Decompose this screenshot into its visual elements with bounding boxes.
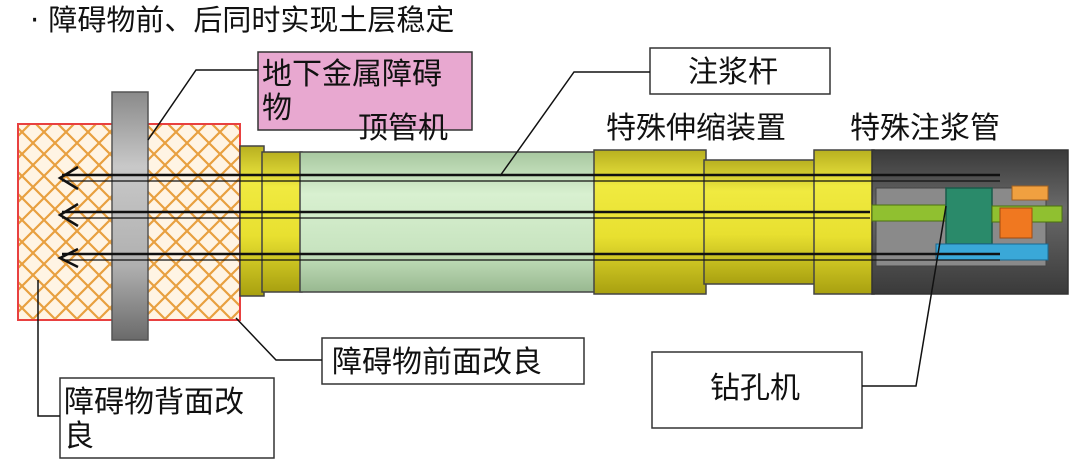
back-improvement-label-box	[59, 377, 275, 459]
grout-pipe-label: 特殊注浆管	[850, 111, 1000, 146]
obstacle-label-line1: 地下金属障碍	[262, 57, 442, 92]
telescopic-section-middle	[703, 159, 817, 285]
blue-pipe	[935, 243, 1049, 261]
telescopic-section-right	[813, 149, 875, 295]
drilling-machine-label: 钻孔机	[710, 371, 800, 406]
arrow-head-bottom	[57, 247, 79, 269]
jacking-machine-label: 顶管机	[358, 111, 448, 146]
telescopic-device-label: 特殊伸缩装置	[606, 111, 786, 146]
back-improvement-line1: 障碍物背面改	[64, 385, 244, 420]
obstacle-label-line2: 物	[262, 91, 292, 126]
obstacle-label-box	[257, 51, 473, 131]
grout-rod-leader	[499, 71, 650, 177]
grout-rod-label: 注浆杆	[688, 55, 778, 90]
back-improvement-leader	[37, 280, 60, 417]
drill-head-teal	[945, 187, 993, 245]
metal-obstacle-plate	[111, 91, 149, 341]
grout-rods	[57, 165, 1000, 269]
jacking-machine-body	[299, 151, 597, 293]
back-improvement-line2: 良	[64, 419, 94, 454]
arrow-head-middle	[57, 202, 79, 228]
diagram-title: · 障碍物前、后同时实现土层稳定	[30, 3, 454, 37]
front-ring	[239, 145, 265, 297]
obstacle-leader	[147, 69, 258, 141]
arrow-head-top	[57, 165, 79, 191]
drilling-machine-leader	[862, 205, 947, 387]
front-improvement-label: 障碍物前面改良	[332, 345, 542, 380]
front-improvement-leader	[235, 317, 322, 361]
orange-block	[999, 207, 1033, 239]
front-improvement-label-box	[321, 337, 585, 385]
grout-rod-label-box	[649, 47, 831, 95]
front-yellow-segment	[261, 151, 303, 293]
orange-small-block	[1011, 185, 1049, 201]
green-grout-rod-end	[871, 204, 953, 222]
drilling-machine-label-box	[651, 351, 863, 429]
telescopic-section-left	[593, 149, 707, 295]
